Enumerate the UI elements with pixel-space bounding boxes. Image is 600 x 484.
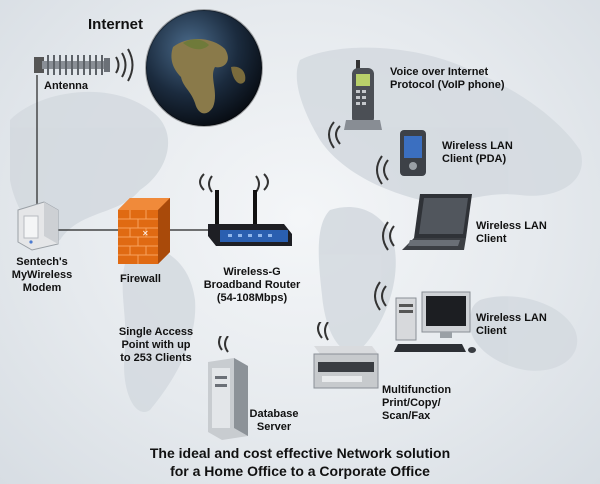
printer-label-line1: Multifunction <box>382 384 452 396</box>
voip-label-line2: Protocol (VoIP phone) <box>390 79 505 91</box>
router-icon <box>199 173 292 246</box>
printer-label-line3: Scan/Fax <box>382 410 431 422</box>
voip-label-line1: Voice over Internet <box>390 66 489 78</box>
desktop-label-line1: Wireless LAN <box>476 312 547 324</box>
voip-label: Voice over Internet Protocol (VoIP phone… <box>390 66 504 92</box>
access-point-label: Single Access Point with up to 253 Clien… <box>108 326 204 365</box>
modem-label-line1: Sentech's <box>16 256 68 268</box>
firewall-icon: ✕ <box>118 198 170 264</box>
access-point-label-line2: Point with up <box>121 339 191 351</box>
server-label: Database Server <box>242 408 306 434</box>
globe-icon <box>145 9 263 127</box>
laptop-label-line1: Wireless LAN <box>476 220 547 232</box>
firewall-label: Firewall <box>120 273 161 285</box>
pda-label: Wireless LAN Client (PDA) <box>442 140 513 166</box>
printer-label-line2: Print/Copy/ <box>382 397 441 409</box>
antenna-label: Antenna <box>44 80 88 92</box>
pda-label-line1: Wireless LAN <box>442 140 513 152</box>
printer-label: Multifunction Print/Copy/ Scan/Fax <box>382 384 451 423</box>
modem-label-line3: Modem <box>22 282 62 294</box>
desktop-computer-icon <box>374 281 476 353</box>
pda-icon <box>376 130 426 185</box>
laptop-icon <box>382 194 472 251</box>
modem-label-line2: MyWireless <box>11 269 73 281</box>
pda-label-line2: Client (PDA) <box>442 153 507 165</box>
desktop-label-line2: Client <box>476 325 507 337</box>
internet-label: Internet <box>88 16 144 33</box>
voip-phone-icon <box>328 60 382 149</box>
desktop-label: Wireless LAN Client <box>476 312 547 338</box>
antenna-icon <box>34 48 134 82</box>
router-label-line1: Wireless-G <box>223 266 281 278</box>
router-label: Wireless-G Broadband Router (54-108Mbps) <box>196 266 308 305</box>
router-label-line3: (54-108Mbps) <box>216 292 288 304</box>
modem-label: Sentech's MyWireless Modem <box>6 256 78 295</box>
laptop-label: Wireless LAN Client <box>476 220 547 246</box>
server-label-line2: Server <box>256 421 292 433</box>
printer-icon <box>313 322 379 389</box>
access-point-label-line3: to 253 Clients <box>120 352 192 364</box>
server-icon <box>208 336 248 440</box>
server-label-line1: Database <box>249 408 299 420</box>
router-label-line2: Broadband Router <box>203 279 301 291</box>
footer-line2: for a Home Office to a Corporate Office <box>170 463 430 479</box>
modem-icon <box>17 201 59 251</box>
laptop-label-line2: Client <box>476 233 507 245</box>
footer-line1: The ideal and cost effective Network sol… <box>149 445 451 461</box>
svg-text:✕: ✕ <box>142 229 149 238</box>
access-point-label-line1: Single Access <box>118 326 194 338</box>
